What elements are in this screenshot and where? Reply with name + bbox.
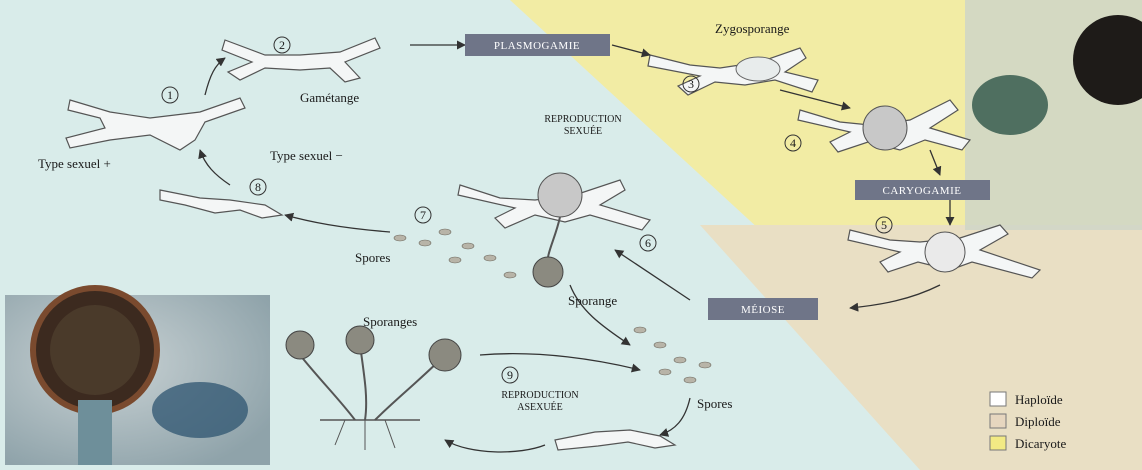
svg-text:4: 4	[790, 136, 796, 150]
zygospore-photo-suspensor	[972, 75, 1048, 135]
label-repro-sexuee-line2: SEXUÉE	[564, 125, 602, 137]
label-type-sexuel-minus: Type sexuel −	[270, 148, 343, 163]
label-type-sexuel-plus: Type sexuel +	[38, 156, 111, 171]
svg-text:Haploïde: Haploïde	[1015, 392, 1063, 407]
legend-item-diploid: Diploïde	[990, 414, 1061, 429]
svg-text:8: 8	[255, 180, 261, 194]
label-zygosporange: Zygosporange	[715, 21, 790, 36]
legend-swatch-dicaryote	[990, 436, 1006, 450]
svg-text:Diploïde: Diploïde	[1015, 414, 1061, 429]
legend-item-dicaryote: Dicaryote	[990, 436, 1066, 451]
label-gametange: Gamétange	[300, 90, 359, 105]
svg-text:5: 5	[881, 218, 887, 232]
label-sporange: Sporange	[568, 293, 617, 308]
box-plasmogamie: PLASMOGAMIE	[465, 34, 610, 56]
legend: Haploïde Diploïde Dicaryote	[990, 392, 1066, 451]
sporangium-micrograph	[5, 288, 270, 465]
label-repro-asexuee-line2: ASEXUÉE	[517, 401, 563, 413]
svg-text:MÉIOSE: MÉIOSE	[741, 304, 785, 316]
label-sporanges: Sporanges	[363, 314, 417, 329]
label-spores-right: Spores	[697, 396, 732, 411]
svg-text:PLASMOGAMIE: PLASMOGAMIE	[494, 40, 580, 52]
svg-text:Dicaryote: Dicaryote	[1015, 436, 1066, 451]
box-caryogamie: CARYOGAMIE	[855, 180, 990, 200]
legend-swatch-haploid	[990, 392, 1006, 406]
legend-item-haploid: Haploïde	[990, 392, 1063, 407]
legend-swatch-diploid	[990, 414, 1006, 428]
box-meiose: MÉIOSE	[708, 298, 818, 320]
svg-text:9: 9	[507, 368, 513, 382]
svg-text:7: 7	[420, 208, 426, 222]
label-repro-asexuee-line1: REPRODUCTION	[501, 390, 578, 401]
svg-text:2: 2	[279, 38, 285, 52]
label-spores-left: Spores	[355, 250, 390, 265]
svg-text:6: 6	[645, 236, 651, 250]
label-repro-sexuee-line1: REPRODUCTION	[544, 114, 621, 125]
svg-text:1: 1	[167, 88, 173, 102]
svg-text:CARYOGAMIE: CARYOGAMIE	[883, 185, 962, 197]
svg-text:3: 3	[688, 77, 694, 91]
